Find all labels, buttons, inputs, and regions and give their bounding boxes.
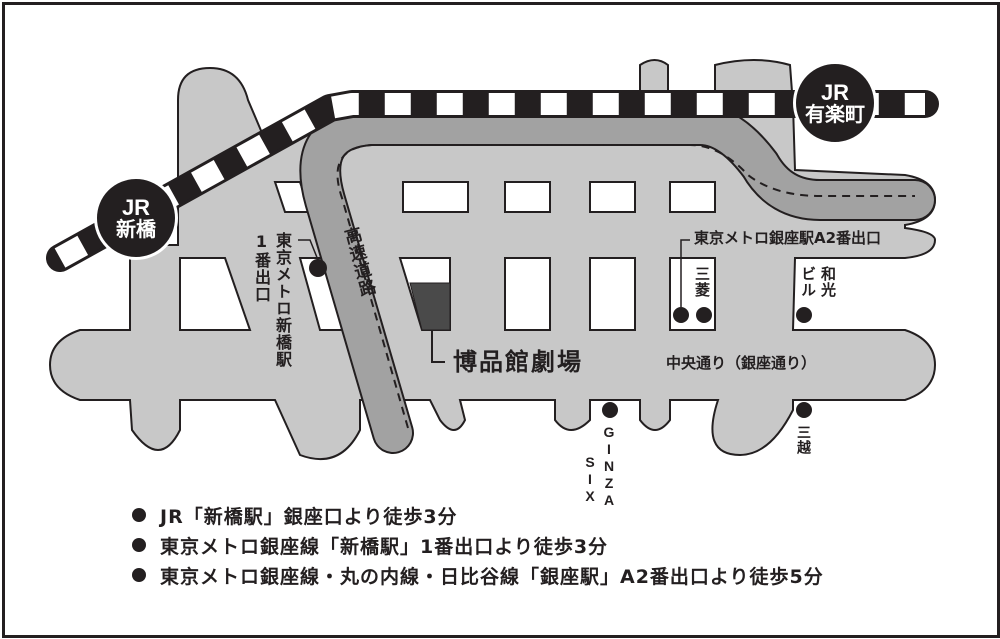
- station-name: 新橋: [116, 217, 156, 242]
- bullet-icon: [132, 508, 146, 522]
- access-directions: JR「新橋駅」銀座口より徒歩3分 東京メトロ銀座線「新橋駅」1番出口より徒歩3分…: [132, 500, 824, 590]
- access-item: 東京メトロ銀座線・丸の内線・日比谷線「銀座駅」A2番出口より徒歩5分: [132, 560, 824, 590]
- theater-label: 博品館劇場: [453, 348, 583, 376]
- station-line: JR: [820, 79, 850, 105]
- shimbashi-exit-number-label: 1番出口: [252, 232, 271, 303]
- shimbashi-station-exit-label: 東京メトロ新橋駅: [273, 232, 292, 368]
- station-jr-yurakucho: JR 有楽町: [793, 61, 877, 145]
- railway: [46, 90, 939, 272]
- access-item: 東京メトロ銀座線「新橋駅」1番出口より徒歩3分: [132, 530, 824, 560]
- chuo-dori-label: 中央通り（銀座通り）: [666, 354, 817, 372]
- ginza-six-label-a: GINZA: [601, 424, 617, 509]
- theater-building: [409, 282, 451, 331]
- building-blocks: [179, 181, 716, 331]
- bullet-icon: [132, 538, 146, 552]
- theater-leader-line: [431, 330, 445, 363]
- wako-label: 和光: [819, 266, 837, 298]
- station-jr-shimbashi: JR 新橋: [94, 176, 178, 260]
- mitsukoshi-label: 三越: [795, 425, 811, 455]
- bullet-icon: [132, 568, 146, 582]
- road-network: [48, 59, 937, 460]
- access-item: JR「新橋駅」銀座口より徒歩3分: [132, 500, 824, 530]
- access-text: JR「新橋駅」銀座口より徒歩3分: [160, 505, 458, 528]
- ginza-a2-exit-label: 東京メトロ銀座駅A2番出口: [694, 229, 882, 247]
- station-line: JR: [121, 194, 151, 220]
- ginza-six-label-b: SIX: [582, 454, 598, 505]
- access-text: 東京メトロ銀座線・丸の内線・日比谷線「銀座駅」A2番出口より徒歩5分: [160, 565, 824, 588]
- station-name: 有楽町: [805, 102, 865, 127]
- shimbashi-exit-leader: [298, 239, 319, 261]
- access-text: 東京メトロ銀座線「新橋駅」1番出口より徒歩3分: [160, 535, 609, 558]
- ginza-exit-leader: [680, 239, 690, 307]
- exit-markers: [309, 259, 812, 418]
- wako-building-label: ビル: [799, 266, 817, 298]
- mitsubishi-label: 三菱: [693, 266, 711, 298]
